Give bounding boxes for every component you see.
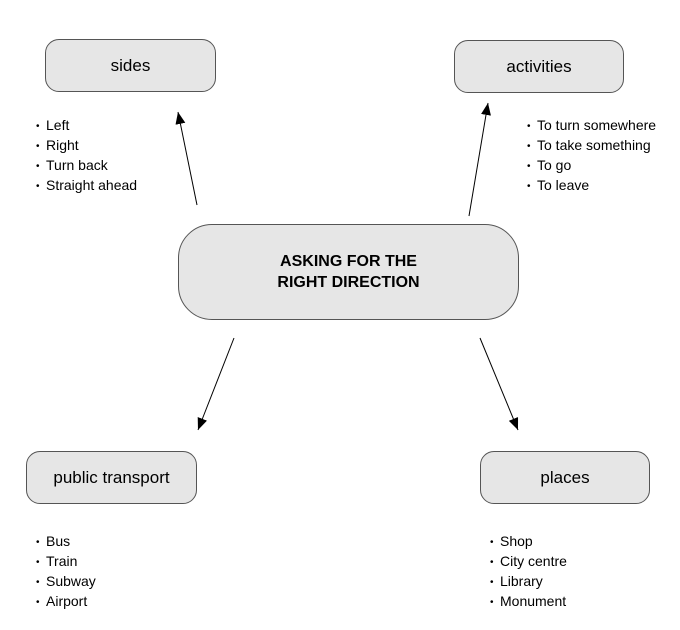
sides-node-label: sides xyxy=(110,55,151,75)
public-transport-node: public transport xyxy=(26,451,197,504)
list-item: To take something xyxy=(527,136,656,156)
places-node: places xyxy=(480,451,650,504)
public-transport-node-label: public transport xyxy=(53,467,170,487)
list-item: To leave xyxy=(527,176,656,196)
arrow-to-activities xyxy=(468,102,491,217)
central-topic-line-1: ASKING FOR THE xyxy=(280,253,417,270)
public-transport-list: Bus Train Subway Airport xyxy=(36,532,96,612)
list-item: Right xyxy=(36,136,137,156)
list-item: Bus xyxy=(36,532,96,552)
list-item: Straight ahead xyxy=(36,176,137,196)
sides-node: sides xyxy=(45,39,216,92)
list-item: Airport xyxy=(36,592,96,612)
central-topic-line-2: RIGHT DIRECTION xyxy=(277,274,420,291)
list-item: Train xyxy=(36,552,96,572)
arrow-to-public-transport xyxy=(197,337,235,431)
central-topic-node: ASKING FOR THE RIGHT DIRECTION xyxy=(178,224,519,320)
list-item: Shop xyxy=(490,532,567,552)
list-item: Monument xyxy=(490,592,567,612)
list-item: To go xyxy=(527,156,656,176)
list-item: To turn somewhere xyxy=(527,116,656,136)
list-item: Left xyxy=(36,116,137,136)
list-item: Subway xyxy=(36,572,96,592)
sides-list: Left Right Turn back Straight ahead xyxy=(36,116,137,196)
activities-node: activities xyxy=(454,40,624,93)
activities-node-label: activities xyxy=(506,56,572,76)
list-item: Turn back xyxy=(36,156,137,176)
activities-list: To turn somewhere To take something To g… xyxy=(527,116,656,196)
arrow-to-sides xyxy=(175,111,198,206)
list-item: Library xyxy=(490,572,567,592)
places-node-label: places xyxy=(540,467,590,487)
places-list: Shop City centre Library Monument xyxy=(490,532,567,612)
list-item: City centre xyxy=(490,552,567,572)
arrow-to-places xyxy=(479,337,519,431)
